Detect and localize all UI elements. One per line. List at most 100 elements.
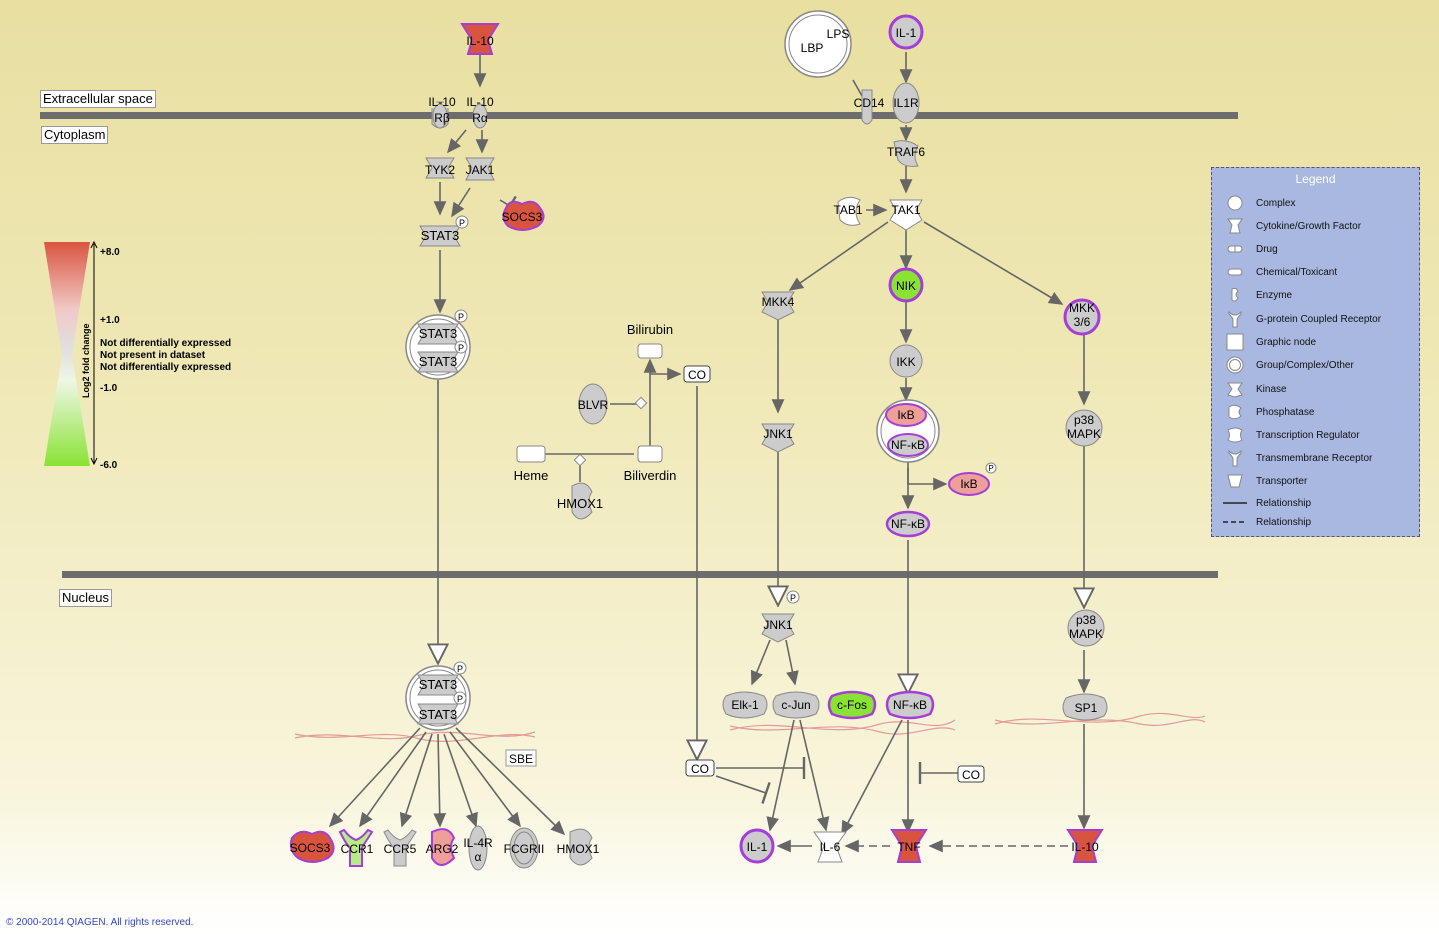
ikk-node[interactable]: IKK [889,344,923,378]
stat3-node[interactable]: STAT3 P [419,215,469,247]
legend-item: Enzyme [1220,285,1292,305]
traf6-node[interactable]: TRAF6 [887,140,925,167]
legend-item: Chemical/Toxicant [1220,262,1337,282]
ikb-nfkb-complex[interactable]: IκB NF-κB [876,399,940,463]
jnk1-cyto-node[interactable]: JNK1 [761,423,795,453]
co-right-node[interactable]: CO [957,765,985,783]
legend-item: Group/Complex/Other [1220,355,1354,375]
cjun-label: c-Jun [781,698,810,712]
nfkb-complex-label: NF-κB [891,438,925,452]
il1r-node[interactable]: IL1R [892,82,920,124]
nik-label: NIK [896,279,916,293]
tyk2-node[interactable]: TYK2 [425,157,455,179]
blvr-node[interactable]: BLVR [578,383,609,425]
hmox1-out-node[interactable]: HMOX1 [557,828,600,866]
copyright: © 2000-2014 QIAGEN. All rights reserved. [6,917,194,928]
legend-item-label: Cytokine/Growth Factor [1256,220,1362,232]
bilirubin-node[interactable]: Bilirubin [627,322,673,359]
receptor-icon [1220,449,1250,467]
phospho-mark: P [457,694,463,704]
hmox1-cyto-node[interactable]: HMOX1 [557,482,603,520]
jnk1-nuc-node[interactable]: JNK1 P [761,590,800,643]
ikb-phospho-node[interactable]: IκB P [948,462,997,496]
il1-top-node[interactable]: IL-1 [888,14,924,50]
cfos-node[interactable]: c-Fos [827,690,877,720]
arg2-node[interactable]: ARG2 [426,828,459,866]
ccr5-node[interactable]: CCR5 [383,829,417,867]
cd14-node[interactable]: CD14 [854,89,885,125]
tak1-node[interactable]: TAK1 [889,199,923,231]
il6-out-node[interactable]: IL-6 [813,831,847,863]
stat3-dimer1-label: STAT3 [419,326,458,341]
edges [328,52,1084,853]
note-2: Not present in dataset [100,350,206,361]
scale-gradient [44,242,90,466]
legend-item-label: Phosphatase [1256,406,1315,418]
il10-top-label: IL-10 [466,34,494,48]
co-top-node[interactable]: CO [683,365,711,383]
legend-item-label: Graphic node [1256,336,1317,348]
socs3-cyto-node[interactable]: SOCS3 [502,200,545,231]
il10-top-node[interactable]: IL-10 [460,23,500,55]
cytokine-icon [1220,217,1250,235]
legend-item-label: Drug [1256,243,1278,255]
socs3-out-node[interactable]: SOCS3 [290,830,335,863]
legend-title: Legend [1295,172,1336,186]
lbp-label: LBP [801,41,824,55]
elk1-node[interactable]: Elk-1 [722,691,768,719]
mkk4-node[interactable]: MKK4 [761,291,795,321]
jak1-label: JAK1 [466,163,495,177]
phospho-mark: P [790,593,796,603]
tnf-out-node[interactable]: TNF [890,829,928,863]
il10-out-node[interactable]: IL-10 [1066,829,1104,863]
tick-plus8: +8.0 [100,247,120,258]
biliverdin-node[interactable]: Biliverdin [624,445,677,483]
legend-item-label: Group/Complex/Other [1256,359,1354,371]
diamond-blvr [634,396,648,410]
co-mid-node[interactable]: CO [685,759,715,777]
hmox1-out-label: HMOX1 [557,842,600,856]
stat3-nuc1-label: STAT3 [419,677,458,692]
il1-out-node[interactable]: IL-1 [739,828,775,864]
fcgrii-node[interactable]: FCGRII [504,827,545,869]
tab1-node[interactable]: TAB1 [833,196,863,226]
cjun-node[interactable]: c-Jun [772,691,820,719]
nfkb-nuc-node[interactable]: NF-κB [885,690,935,720]
sbe-label: SBE [509,752,533,766]
solid-line-icon [1220,494,1250,512]
stat3-dimer-complex[interactable]: STAT3 STAT3 P P [405,309,471,380]
jak1-node[interactable]: JAK1 [465,157,495,181]
legend-item-label: Transcription Regulator [1256,429,1360,441]
legend-item: G-protein Coupled Receptor [1220,309,1381,329]
legend-item-label: Enzyme [1256,289,1293,301]
ikk-label: IKK [896,355,915,369]
legend-item-label: Transporter [1256,475,1308,487]
diamond-hmox [573,453,587,467]
lps-label: LPS [827,27,850,41]
nfkb-cyto-node[interactable]: NF-κB [885,510,931,538]
tick-plus1: +1.0 [100,315,120,326]
il10-out-label: IL-10 [1071,840,1099,854]
legend-item: Transporter [1220,471,1307,491]
sp1-node[interactable]: SP1 [1062,693,1108,721]
region-nucleus: Nucleus [59,589,112,607]
nik-node[interactable]: NIK [888,267,924,303]
stat3-nuclear-complex[interactable]: STAT3 STAT3 P P [405,661,471,731]
phospho-mark: P [457,664,463,674]
mkk4-label: MKK4 [762,295,795,309]
biliverdin-label: Biliverdin [624,468,677,483]
ccr5-label: CCR5 [384,842,417,856]
lps-lbp-complex[interactable]: LPS LBP [784,10,852,78]
co-top-label: CO [688,368,706,382]
cfos-label: c-Fos [837,698,867,712]
heme-node[interactable]: Heme [514,445,549,483]
ccr1-node[interactable]: CCR1 [338,828,374,867]
sbe-box: SBE [505,749,537,767]
